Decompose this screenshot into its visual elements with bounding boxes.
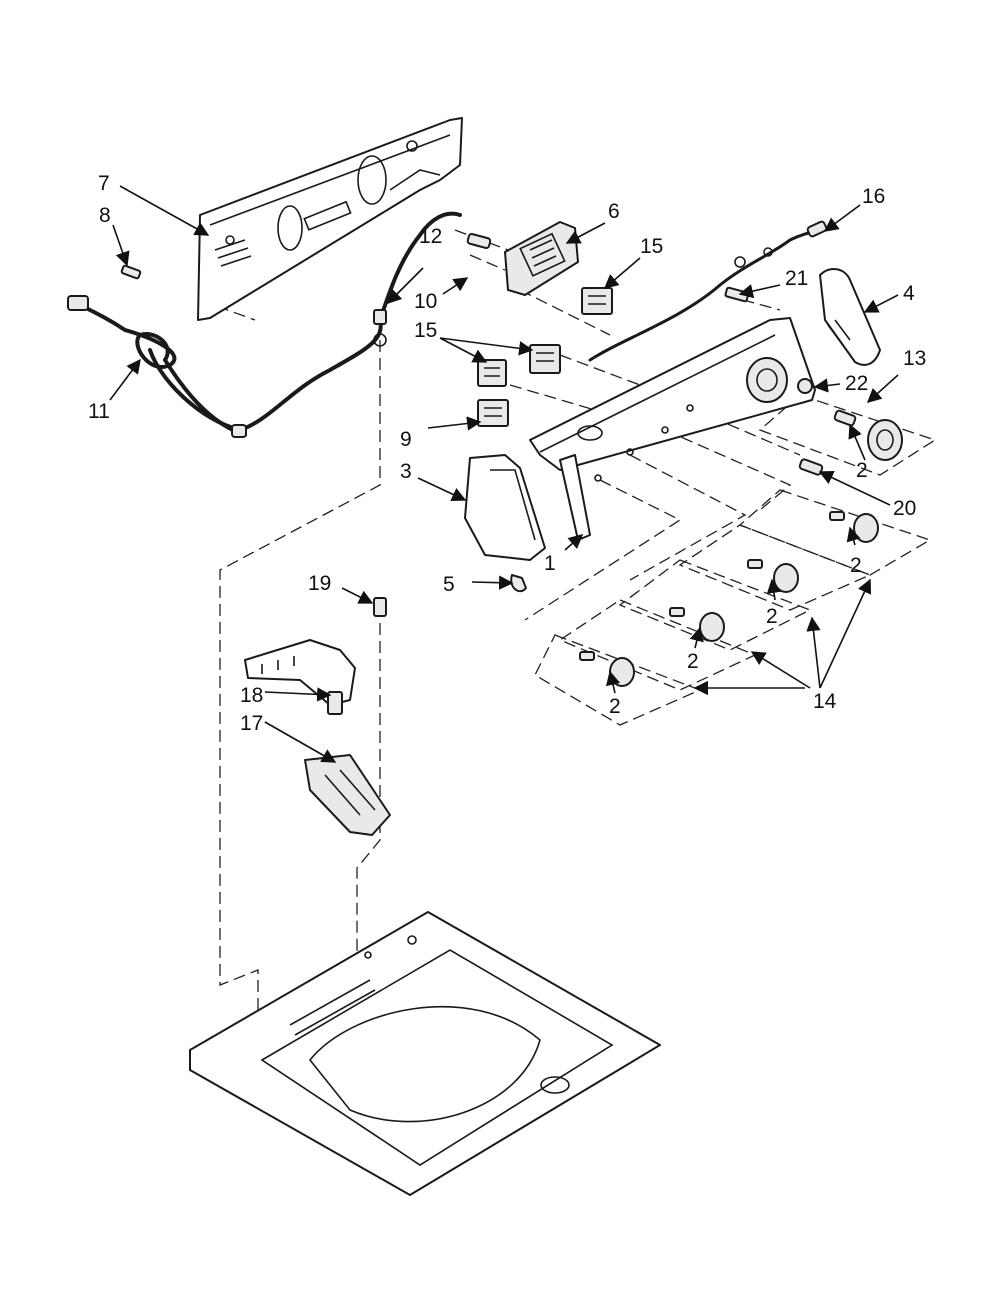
screw-part-8	[120, 264, 142, 280]
callout-1: 1	[544, 552, 556, 575]
callout-numbers: 7 8 11 12 10 15 6 15 16 21 4 13 22 2 20 …	[88, 172, 926, 735]
callout-4: 4	[903, 282, 915, 305]
callout-8: 8	[99, 204, 111, 227]
callout-22: 22	[845, 372, 868, 395]
knob-1	[829, 511, 879, 543]
callout-20: 20	[893, 497, 916, 520]
callout-19: 19	[308, 572, 331, 595]
power-cord	[67, 211, 462, 438]
callout-2-knob1: 2	[850, 554, 862, 577]
electronic-control	[504, 221, 579, 296]
callout-9: 9	[400, 428, 412, 451]
callout-2-knob4: 2	[609, 695, 621, 718]
nut-part-22	[797, 378, 813, 394]
callout-2-timer: 2	[856, 459, 868, 482]
screw-part-19	[373, 597, 387, 617]
switch-15-upper	[581, 287, 613, 315]
callout-2-knob3: 2	[687, 650, 699, 673]
callout-14: 14	[813, 690, 837, 713]
callout-17: 17	[240, 712, 263, 735]
ground-screw	[373, 309, 387, 347]
callout-11: 11	[88, 400, 110, 423]
callout-3: 3	[400, 460, 412, 483]
clip-part-5	[510, 574, 527, 593]
end-cap-bracket	[819, 268, 881, 366]
switch-part-9	[477, 399, 509, 427]
callout-5: 5	[443, 573, 455, 596]
callout-6: 6	[608, 200, 620, 223]
switch-15-left	[477, 359, 507, 387]
console-back-panel	[197, 117, 463, 321]
callout-15-upper: 15	[640, 235, 663, 258]
wire-harness	[588, 220, 828, 362]
callout-10: 10	[414, 290, 437, 313]
callout-7: 7	[98, 172, 110, 195]
lid-lock	[304, 754, 391, 836]
leader-lines	[109, 185, 899, 763]
callout-2-knob2: 2	[766, 605, 778, 628]
assembly-guide-lines	[199, 229, 937, 1048]
callout-21: 21	[785, 267, 808, 290]
dispenser-cup	[464, 454, 546, 561]
callout-15-left: 15	[414, 319, 437, 342]
screw-part-21	[724, 286, 750, 303]
console	[529, 317, 816, 541]
knob-3	[669, 607, 725, 642]
top-cabinet	[189, 911, 661, 1196]
switch-15-middle	[529, 344, 561, 374]
callout-12: 12	[419, 225, 442, 248]
screw-part-20	[798, 458, 824, 476]
pin-part-10	[466, 232, 492, 250]
knob-4	[579, 651, 635, 687]
callout-18: 18	[240, 684, 263, 707]
timer-knob	[833, 409, 903, 461]
callout-16: 16	[862, 185, 885, 208]
callout-13: 13	[903, 347, 926, 370]
